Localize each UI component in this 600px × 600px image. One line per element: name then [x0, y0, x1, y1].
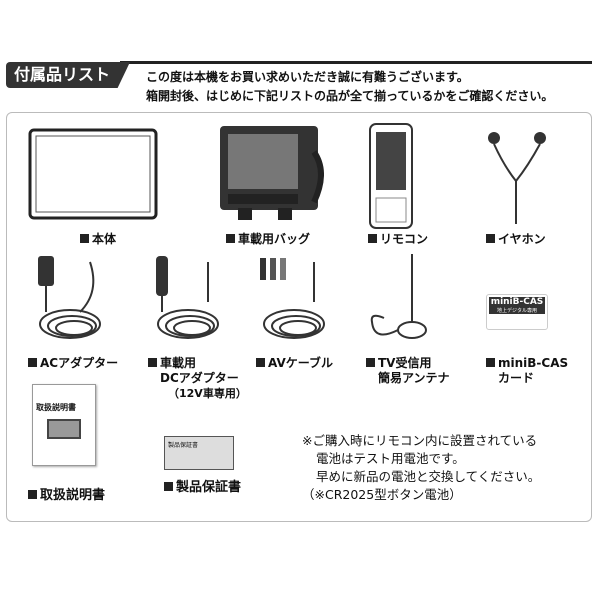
battery-note: ※ご購入時にリモコン内に設置されている 電池はテスト用電池です。 早めに新品の電…: [302, 432, 540, 504]
dc-adapter-icon: [156, 256, 219, 339]
card-title: miniB-CAS: [489, 297, 545, 307]
ac-adapter-icon: [38, 256, 101, 339]
intro-line-2: 箱開封後、はじめに下記リストの品が全て揃っているかをご確認ください。: [146, 89, 554, 103]
item-label-warranty: 製品保証書: [164, 480, 241, 495]
item-label-antenna: TV受信用簡易アンテナ: [366, 356, 450, 386]
item-label-av-cable: AVケーブル: [256, 356, 333, 371]
remote-control-icon: [369, 123, 413, 229]
antenna-icon: [370, 254, 427, 339]
item-label-remote: リモコン: [368, 232, 428, 247]
manual-cover-title: 取扱説明書: [36, 403, 76, 412]
accessories-panel: [6, 112, 592, 522]
tv-monitor-icon: [28, 128, 158, 220]
note-line: ※ご購入時にリモコン内に設置されている: [302, 433, 538, 448]
intro-line-1: この度は本機をお買い求めいただき誠に有難うございます。: [146, 70, 469, 84]
item-label-earphones: イヤホン: [486, 232, 546, 247]
av-cable-icon: [260, 258, 325, 339]
section-title: 付属品リスト: [6, 62, 130, 88]
note-line: （※CR2025型ボタン電池）: [302, 487, 462, 502]
earphones-icon: [488, 132, 546, 224]
card-sub: 地上デジタル専用: [489, 307, 545, 314]
item-label-ac-adapter: ACアダプター: [28, 356, 118, 371]
car-bag-icon: [220, 126, 324, 220]
item-label-car-bag: 車載用バッグ: [226, 232, 310, 247]
note-line: 電池はテスト用電池です。: [316, 451, 465, 466]
header-rule: [120, 61, 592, 64]
note-line: 早めに新品の電池と交換してください。: [316, 469, 541, 484]
manual-icon: 取扱説明書: [32, 384, 96, 466]
item-label-manual: 取扱説明書: [28, 488, 105, 503]
item-label-main-unit: 本体: [80, 232, 116, 247]
warranty-icon: 製品保証書: [164, 436, 234, 470]
warranty-card-text: 製品保証書: [168, 442, 199, 449]
